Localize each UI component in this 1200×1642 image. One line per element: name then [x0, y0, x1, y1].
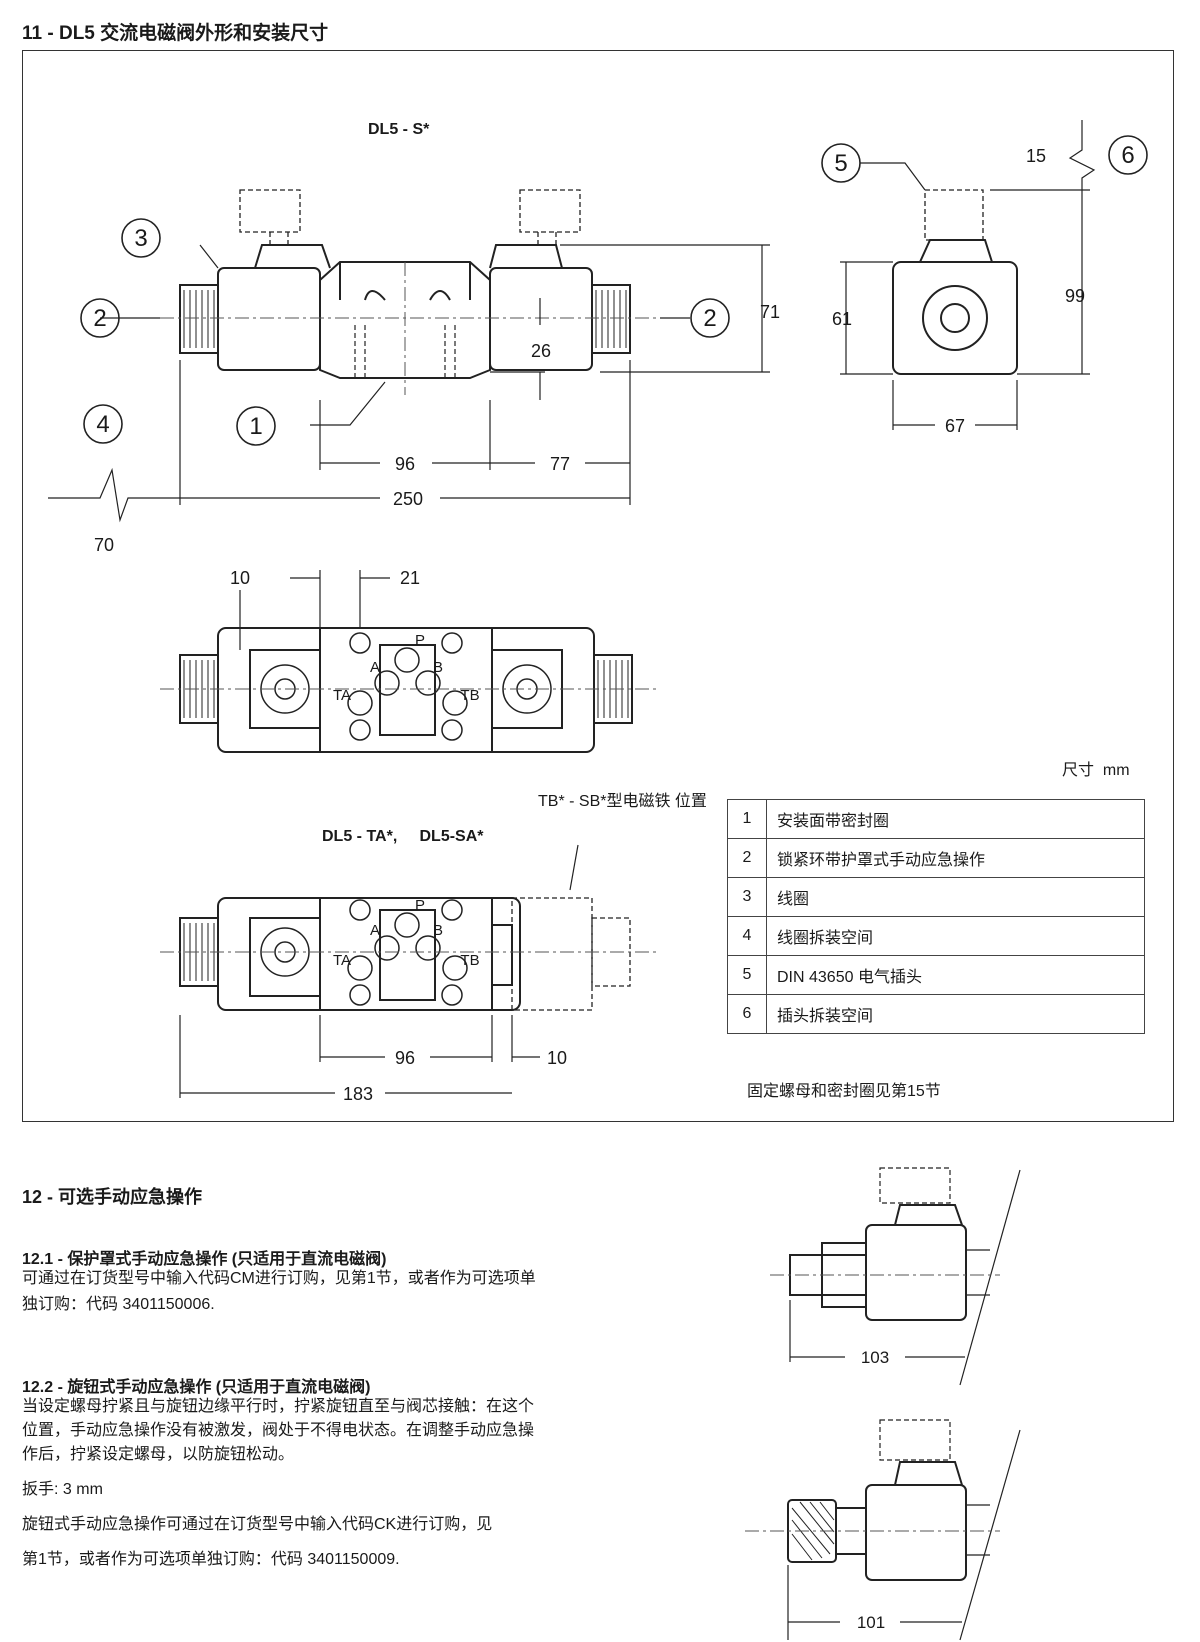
section-12-1-title: 12.1 - 保护罩式手动应急操作 (只适用于直流电磁阀)	[22, 1251, 387, 1268]
dim-70: 70	[94, 535, 114, 555]
section-12-2-order1: 旋钮式手动应急操作可通过在订货型号中输入代码CK进行订购，见	[22, 1516, 493, 1533]
view-label-ta: DL5 - TA*, DL5-SA*	[322, 828, 484, 845]
section-12-title: 12 - 可选手动应急操作	[22, 1187, 203, 1207]
cm-plug	[879, 1167, 951, 1204]
cm-figure	[789, 1204, 967, 1321]
ck-knurl	[791, 1501, 835, 1561]
legend-text: 插头拆装空间	[766, 994, 1145, 1034]
ta-port-ta: TA	[333, 952, 351, 969]
plan-dimensions	[239, 570, 390, 650]
page-title: 11 - DL5 交流电磁阀外形和安装尺寸	[22, 23, 329, 44]
section-12-1-line1: 可通过在订货型号中输入代码CM进行订购，见第1节，或者作为可选项单	[22, 1270, 536, 1287]
legend-text: 线圈拆装空间	[766, 916, 1145, 956]
plug-outline	[239, 189, 581, 245]
dim-96: 96	[395, 454, 415, 474]
legend-text: DIN 43650 电气插头	[766, 955, 1145, 995]
section-12-2-order2: 第1节，或者作为可选项单独订购：代码 3401150009.	[22, 1551, 400, 1568]
ta-dashed-coil	[511, 897, 631, 1011]
callout-5: 5	[834, 150, 847, 177]
port-tb: TB	[460, 687, 479, 704]
cm-dims	[789, 1169, 1021, 1386]
dim-26: 26	[531, 341, 551, 361]
port-a: A	[370, 659, 380, 676]
legend-num: 3	[727, 877, 767, 917]
callout-circles	[80, 135, 1148, 446]
section-12-2-line1: 当设定螺母拧紧且与旋钮边缘平行时，拧紧旋钮直至与阀芯接触：在这个	[22, 1398, 535, 1415]
legend-num: 2	[727, 838, 767, 878]
callout-2-right: 2	[703, 305, 716, 332]
dim-10-plan: 10	[230, 568, 250, 588]
dim-77: 77	[550, 454, 570, 474]
ck-figure	[787, 1461, 967, 1581]
side-view	[892, 239, 1018, 375]
ta-port-a: A	[370, 922, 380, 939]
side-plug-outline	[924, 189, 984, 241]
centre-lines	[160, 262, 660, 395]
ta-view	[179, 897, 521, 1011]
tb-note: TB* - SB*型电磁铁 位置	[538, 793, 707, 810]
ta-dimensions	[179, 844, 579, 1098]
port-p: P	[415, 632, 425, 649]
top-view-valve	[179, 244, 631, 379]
port-ta: TA	[333, 687, 351, 704]
callout-3: 3	[134, 225, 147, 252]
dim-67: 67	[945, 416, 965, 436]
dim-10-ta: 10	[547, 1048, 567, 1068]
callout-4: 4	[96, 411, 109, 438]
callout-2-left: 2	[93, 305, 106, 332]
view-label-s: DL5 - S*	[368, 121, 430, 138]
unit-label: 尺寸 mm	[1062, 762, 1130, 779]
legend-text: 安装面带密封圈	[766, 799, 1145, 839]
wrench-size: 扳手: 3 mm	[22, 1481, 103, 1498]
ta-ports	[260, 899, 468, 1006]
dim-61: 61	[832, 309, 852, 329]
legend-num: 1	[727, 799, 767, 839]
dim-250: 250	[393, 489, 423, 509]
dim-183: 183	[343, 1084, 373, 1104]
dim-21-plan: 21	[400, 568, 420, 588]
ck-plug	[879, 1419, 951, 1461]
dim-101: 101	[857, 1613, 885, 1632]
side-dimensions	[840, 120, 1096, 430]
legend-text: 线圈	[766, 877, 1145, 917]
dim-99: 99	[1065, 286, 1085, 306]
dim-71: 71	[760, 302, 780, 322]
drawing-frame	[22, 50, 1174, 1122]
dim-96-ta: 96	[395, 1048, 415, 1068]
ta-port-p: P	[415, 897, 425, 914]
legend-num: 5	[727, 955, 767, 995]
callout-1: 1	[249, 413, 262, 440]
callout-6: 6	[1121, 142, 1134, 169]
footnote: 固定螺母和密封圈见第15节	[747, 1083, 941, 1100]
dimension-lines	[48, 244, 770, 523]
section-12-1-line2: 独订购：代码 3401150006.	[22, 1296, 215, 1313]
plan-view	[179, 627, 633, 753]
dim-15: 15	[1026, 146, 1046, 166]
legend-num: 4	[727, 916, 767, 956]
dim-103: 103	[861, 1348, 889, 1367]
ta-port-tb: TB	[460, 952, 479, 969]
ck-dims	[787, 1429, 1021, 1641]
legend-text: 锁紧环带护罩式手动应急操作	[766, 838, 1145, 878]
legend-num: 6	[727, 994, 767, 1034]
section-12-2-line2: 位置，手动应急操作没有被激发，阀处于不得电状态。在调整手动应急操	[22, 1422, 535, 1439]
section-12-2-line3: 作后，拧紧设定螺母，以防旋钮松动。	[22, 1446, 295, 1463]
knurl-lines	[183, 290, 627, 348]
ta-port-b: B	[433, 922, 443, 939]
section-12-2-title: 12.2 - 旋钮式手动应急操作 (只适用于直流电磁阀)	[22, 1379, 371, 1396]
port-b: B	[433, 659, 443, 676]
